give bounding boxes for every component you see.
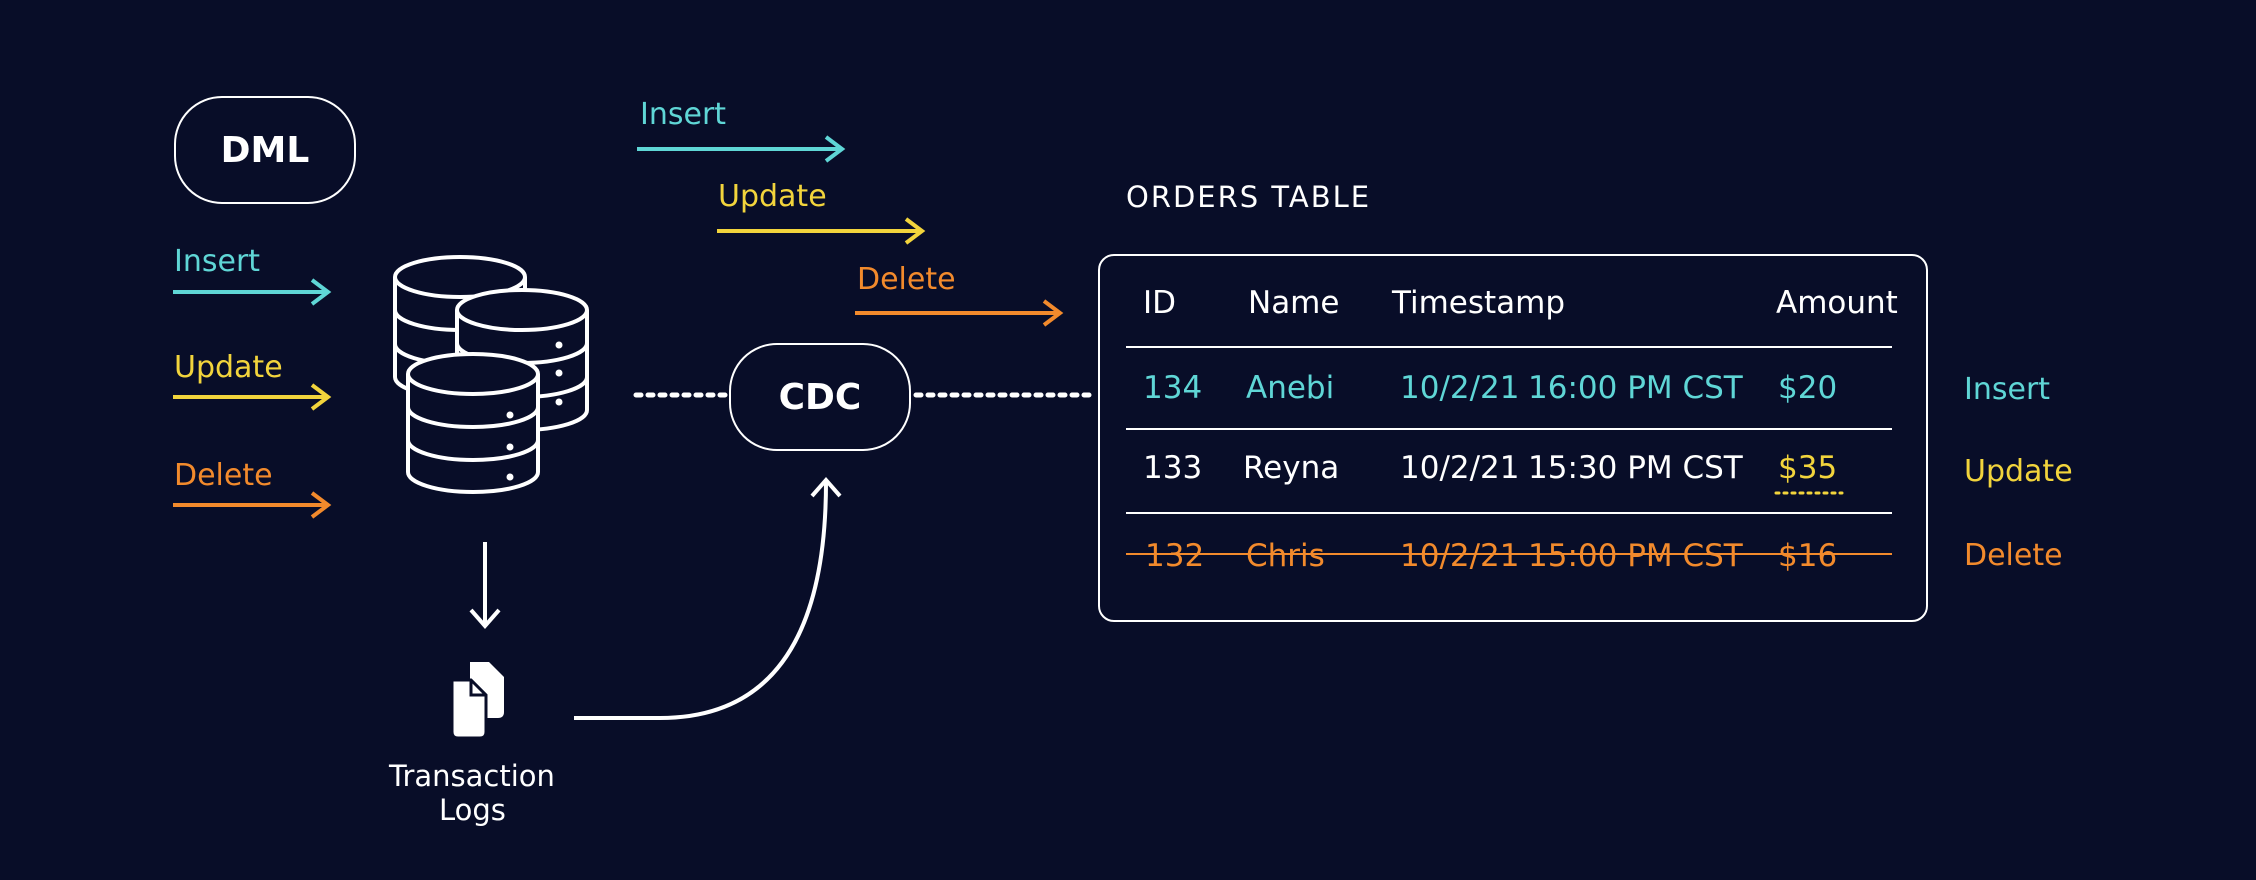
row-id: 134 xyxy=(1143,370,1203,406)
left-update-arrow xyxy=(173,383,332,411)
column-header-id: ID xyxy=(1143,285,1177,321)
orders-table xyxy=(1098,254,1928,622)
column-header-amount: Amount xyxy=(1776,285,1898,321)
table-divider xyxy=(1126,512,1892,514)
delete-strikethrough xyxy=(1126,553,1892,555)
transaction-logs-label-line1: Transaction xyxy=(389,759,555,793)
left-delete-label: Delete xyxy=(174,458,273,493)
row-time: 15:00 PM CST xyxy=(1528,538,1743,574)
row-id: 133 xyxy=(1143,450,1203,486)
left-insert-arrow xyxy=(173,278,332,306)
row-op-delete-label: Delete xyxy=(1964,538,2063,573)
down-arrow xyxy=(469,542,501,630)
row-name: Anebi xyxy=(1246,370,1335,406)
cdc-box: CDC xyxy=(729,343,911,451)
row-amount: $35 xyxy=(1778,450,1838,486)
left-update-label: Update xyxy=(174,350,283,385)
row-amount: $20 xyxy=(1778,370,1838,406)
top-delete-label: Delete xyxy=(857,262,956,297)
row-name: Reyna xyxy=(1243,450,1340,486)
logs-to-cdc-arrow xyxy=(574,476,842,720)
row-name: Chris xyxy=(1246,538,1325,574)
transaction-logs-label-line2: Logs xyxy=(439,793,506,827)
top-insert-label: Insert xyxy=(640,97,727,132)
row-time: 16:00 PM CST xyxy=(1528,370,1743,406)
table-divider xyxy=(1126,346,1892,348)
dml-label: DML xyxy=(220,129,310,171)
column-header-name: Name xyxy=(1248,285,1340,321)
top-update-label: Update xyxy=(718,179,827,214)
row-time: 15:30 PM CST xyxy=(1528,450,1743,486)
database-icon xyxy=(393,255,589,494)
orders-table-title: ORDERS TABLE xyxy=(1126,180,1372,214)
row-op-insert-label: Insert xyxy=(1964,372,2051,407)
row-id: 132 xyxy=(1145,538,1205,574)
row-op-update-label: Update xyxy=(1964,454,2073,489)
left-insert-label: Insert xyxy=(174,244,261,279)
documents-icon xyxy=(450,662,504,740)
row-amount: $16 xyxy=(1778,538,1838,574)
top-delete-arrow xyxy=(855,299,1064,327)
row-date: 10/2/21 xyxy=(1400,370,1520,406)
top-insert-arrow xyxy=(637,135,846,163)
top-update-arrow xyxy=(717,217,926,245)
dml-box: DML xyxy=(174,96,356,204)
table-divider xyxy=(1126,428,1892,430)
column-header-timestamp: Timestamp xyxy=(1392,285,1566,321)
row-date: 10/2/21 xyxy=(1400,450,1520,486)
cdc-label: CDC xyxy=(778,376,862,418)
left-delete-arrow xyxy=(173,491,332,519)
row-date: 10/2/21 xyxy=(1400,538,1520,574)
